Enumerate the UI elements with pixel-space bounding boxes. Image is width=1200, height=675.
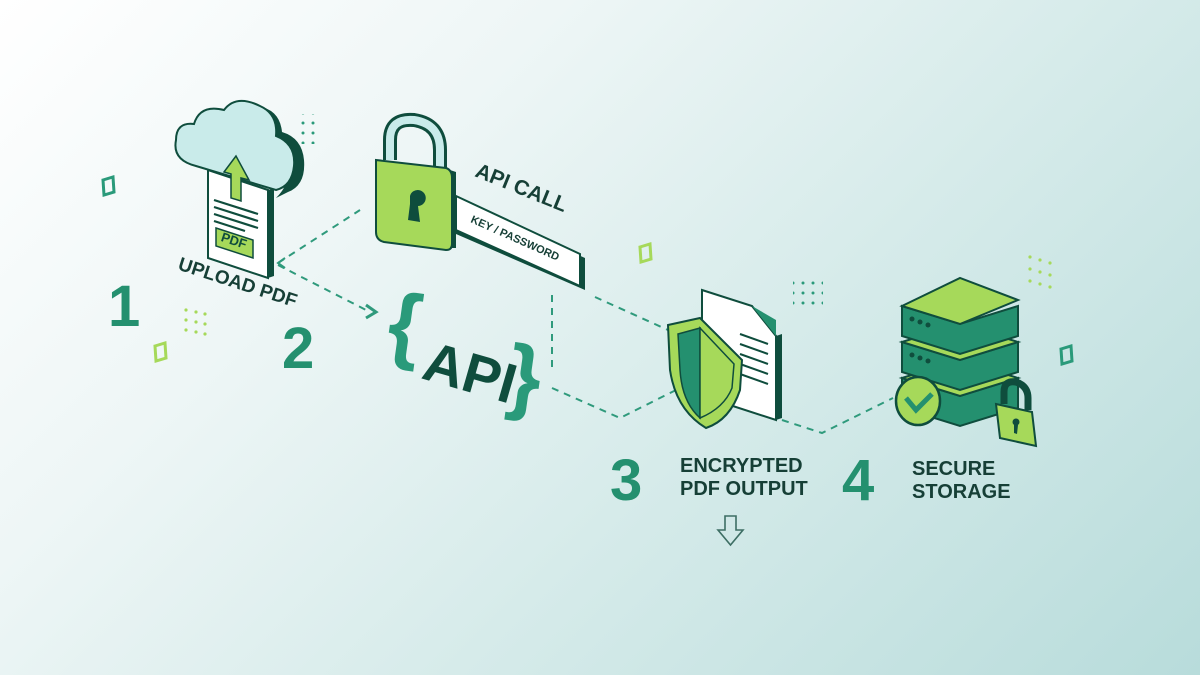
padlock-icon bbox=[375, 112, 456, 252]
step-3-number: 3 bbox=[610, 448, 643, 513]
keyhole-icon bbox=[408, 190, 426, 222]
step-3-label: ENCRYPTED PDF OUTPUT bbox=[680, 455, 808, 501]
connector-upload-to-lock bbox=[277, 209, 361, 264]
cloud bbox=[174, 99, 296, 192]
step-4-label-line2: STORAGE bbox=[912, 481, 1011, 503]
upload-arrow-icon bbox=[222, 154, 251, 203]
brace-close: } bbox=[502, 327, 547, 425]
server-unit bbox=[899, 276, 1021, 356]
connector-lines bbox=[277, 209, 894, 435]
server-stack-lock-icon bbox=[894, 276, 1038, 448]
decor-dots bbox=[184, 255, 1052, 336]
key-password-field: KEY / PASSWORD bbox=[455, 194, 585, 290]
shield-document-icon bbox=[666, 288, 782, 430]
decor-square bbox=[638, 242, 653, 264]
step-3-label-line1: ENCRYPTED bbox=[680, 455, 803, 477]
decor-dots bbox=[296, 114, 316, 144]
api-call-title: API CALL bbox=[472, 159, 571, 217]
brace-open: { bbox=[382, 275, 427, 373]
checkmark-badge-icon bbox=[894, 375, 942, 427]
chevron-right-icon bbox=[365, 303, 379, 320]
decor-square bbox=[153, 341, 168, 363]
download-arrow-icon bbox=[716, 515, 745, 547]
decor-square bbox=[101, 175, 116, 197]
decorative-squares bbox=[101, 175, 1074, 366]
step-1-number: 1 bbox=[108, 274, 141, 339]
connector-upload-to-api bbox=[277, 264, 371, 313]
step-2-number: 2 bbox=[282, 316, 315, 381]
storage-lock-icon bbox=[994, 378, 1038, 448]
chevron-left-icon bbox=[276, 257, 286, 269]
api-logo: { API } bbox=[382, 275, 547, 425]
step-4-number: 4 bbox=[842, 448, 875, 513]
connector-doc-to-storage bbox=[781, 397, 894, 435]
step-4-label-line1: SECURE bbox=[912, 458, 996, 480]
connector-key-to-shield bbox=[594, 296, 669, 331]
decor-square bbox=[1059, 344, 1074, 366]
pdf-badge bbox=[215, 226, 254, 260]
connector-api-to-shield bbox=[551, 387, 681, 420]
step-3-label-line2: PDF OUTPUT bbox=[680, 478, 808, 500]
decor-dots bbox=[793, 280, 823, 310]
step-4-label: SECURE STORAGE bbox=[912, 458, 1011, 504]
cloud-upload-document-icon bbox=[174, 99, 305, 280]
